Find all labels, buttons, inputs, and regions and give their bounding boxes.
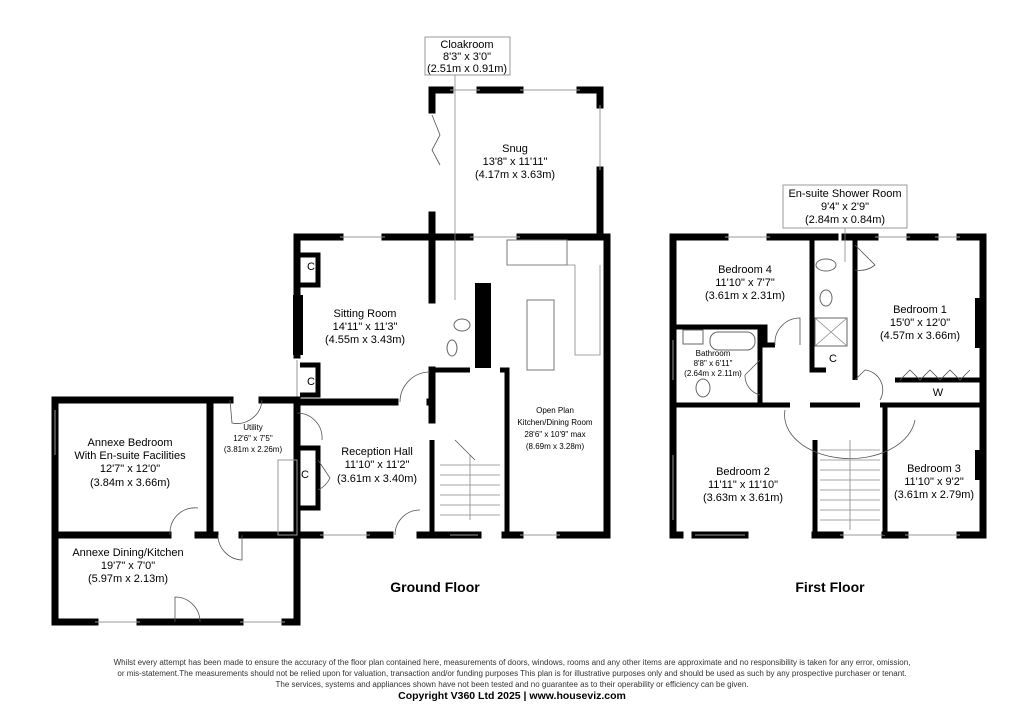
cloakroom-label: Cloakroom 8'3" x 3'0" (2.51m x 0.91m) bbox=[424, 36, 511, 300]
svg-text:Reception Hall: Reception Hall bbox=[341, 446, 413, 458]
svg-text:14'11" x 11'3": 14'11" x 11'3" bbox=[333, 321, 398, 333]
svg-text:(3.63m x 3.61m): (3.63m x 3.61m) bbox=[703, 492, 783, 504]
svg-text:Bedroom 3: Bedroom 3 bbox=[907, 463, 961, 475]
svg-text:Sitting Room: Sitting Room bbox=[334, 308, 397, 320]
svg-text:8'3" x 3'0": 8'3" x 3'0" bbox=[443, 51, 491, 63]
svg-text:With En-suite Facilities: With En-suite Facilities bbox=[74, 450, 186, 462]
svg-text:9'4" x 2'9": 9'4" x 2'9" bbox=[821, 201, 869, 213]
room-snug: Snug 13'8" x 11'11" (4.17m x 3.63m) bbox=[475, 143, 555, 181]
svg-text:(2.64m x 2.11m): (2.64m x 2.11m) bbox=[684, 369, 742, 378]
disclaimer-line: or mis-statement.The measurements should… bbox=[117, 669, 907, 678]
room-bedroom-3: Bedroom 3 11'10" x 9'2" (3.61m x 2.79m) bbox=[894, 463, 974, 501]
ground-floor-title: Ground Floor bbox=[390, 579, 480, 595]
svg-text:Open Plan: Open Plan bbox=[536, 406, 574, 415]
svg-text:En-suite Shower Room: En-suite Shower Room bbox=[788, 188, 901, 200]
svg-text:Bedroom 1: Bedroom 1 bbox=[893, 304, 947, 316]
svg-text:Bedroom 4: Bedroom 4 bbox=[718, 264, 772, 276]
svg-text:(3.61m x 3.40m): (3.61m x 3.40m) bbox=[337, 473, 417, 485]
svg-text:(5.97m x 2.13m): (5.97m x 2.13m) bbox=[88, 573, 168, 585]
svg-text:(8.69m x 3.28m): (8.69m x 3.28m) bbox=[526, 442, 585, 451]
cupboard-label: C bbox=[829, 353, 837, 365]
cupboard-label: C bbox=[301, 469, 309, 481]
svg-text:(3.84m x 3.66m): (3.84m x 3.66m) bbox=[90, 477, 170, 489]
svg-text:(3.61m x 2.31m): (3.61m x 2.31m) bbox=[705, 290, 785, 302]
cupboard-label: C bbox=[307, 376, 315, 388]
cupboard-label: C bbox=[307, 261, 315, 273]
svg-text:11'10" x 7'7": 11'10" x 7'7" bbox=[715, 277, 775, 289]
copyright: Copyright V360 Ltd 2025 | www.houseviz.c… bbox=[398, 690, 626, 702]
svg-text:11'10" x 9'2": 11'10" x 9'2" bbox=[904, 476, 964, 488]
disclaimer-line: The services, systems and appliances sho… bbox=[275, 680, 749, 689]
room-annexe-dining-kitchen: Annexe Dining/Kitchen 19'7" x 7'0" (5.97… bbox=[72, 547, 183, 585]
svg-text:Bathroom: Bathroom bbox=[696, 349, 731, 358]
room-bedroom-4: Bedroom 4 11'10" x 7'7" (3.61m x 2.31m) bbox=[705, 264, 785, 302]
svg-text:(4.57m x 3.66m): (4.57m x 3.66m) bbox=[880, 330, 960, 342]
svg-text:Annexe Bedroom: Annexe Bedroom bbox=[88, 437, 173, 449]
svg-text:Cloakroom: Cloakroom bbox=[440, 39, 493, 51]
svg-text:15'0" x 12'0": 15'0" x 12'0" bbox=[890, 317, 950, 329]
svg-text:13'8" x 11'11": 13'8" x 11'11" bbox=[483, 156, 548, 168]
svg-text:11'10" x 11'2": 11'10" x 11'2" bbox=[345, 459, 410, 471]
room-kitchen-dining: Open Plan Kitchen/Dining Room 28'6" x 10… bbox=[517, 406, 592, 451]
svg-text:(3.81m x 2.26m): (3.81m x 2.26m) bbox=[224, 445, 283, 454]
svg-text:Kitchen/Dining Room: Kitchen/Dining Room bbox=[517, 418, 592, 427]
room-bedroom-2: Bedroom 2 11'11" x 11'10" (3.63m x 3.61m… bbox=[703, 466, 783, 504]
svg-text:Snug: Snug bbox=[502, 143, 528, 155]
svg-text:19'7" x 7'0": 19'7" x 7'0" bbox=[101, 560, 155, 572]
wardrobe-label: W bbox=[933, 387, 944, 399]
first-floor-walls bbox=[669, 185, 987, 539]
svg-text:(2.51m x 0.91m): (2.51m x 0.91m) bbox=[427, 63, 507, 75]
svg-text:11'11" x 11'10": 11'11" x 11'10" bbox=[708, 479, 778, 491]
disclaimer-line: Whilst every attempt has been made to en… bbox=[113, 658, 911, 667]
svg-text:8'8" x 6'11": 8'8" x 6'11" bbox=[694, 359, 733, 368]
room-reception-hall: Reception Hall 11'10" x 11'2" (3.61m x 3… bbox=[337, 446, 417, 485]
svg-text:Bedroom 2: Bedroom 2 bbox=[716, 466, 770, 478]
svg-text:12'6" x 7'5": 12'6" x 7'5" bbox=[233, 434, 273, 443]
svg-text:(3.61m x 2.79m): (3.61m x 2.79m) bbox=[894, 489, 974, 501]
svg-text:Annexe Dining/Kitchen: Annexe Dining/Kitchen bbox=[72, 547, 183, 559]
room-bedroom-1: Bedroom 1 15'0" x 12'0" (4.57m x 3.66m) bbox=[880, 304, 960, 342]
first-floor-title: First Floor bbox=[795, 579, 865, 595]
svg-text:12'7" x 12'0": 12'7" x 12'0" bbox=[100, 463, 160, 475]
svg-text:(2.84m x 0.84m): (2.84m x 0.84m) bbox=[805, 214, 885, 226]
room-sitting-room: Sitting Room 14'11" x 11'3" (4.55m x 3.4… bbox=[325, 308, 405, 346]
svg-text:28'6" x 10'9" max: 28'6" x 10'9" max bbox=[524, 430, 585, 439]
svg-text:(4.55m x 3.43m): (4.55m x 3.43m) bbox=[325, 334, 405, 346]
room-annexe-bedroom: Annexe Bedroom With En-suite Facilities … bbox=[74, 437, 186, 489]
ground-floor-walls bbox=[51, 86, 611, 626]
svg-text:Utility: Utility bbox=[243, 423, 263, 432]
svg-text:(4.17m x 3.63m): (4.17m x 3.63m) bbox=[475, 169, 555, 181]
room-utility: Utility 12'6" x 7'5" (3.81m x 2.26m) bbox=[224, 423, 283, 454]
ensuite-label: En-suite Shower Room 9'4" x 2'9" (2.84m … bbox=[782, 184, 908, 229]
room-bathroom: Bathroom 8'8" x 6'11" (2.64m x 2.11m) bbox=[684, 349, 742, 378]
